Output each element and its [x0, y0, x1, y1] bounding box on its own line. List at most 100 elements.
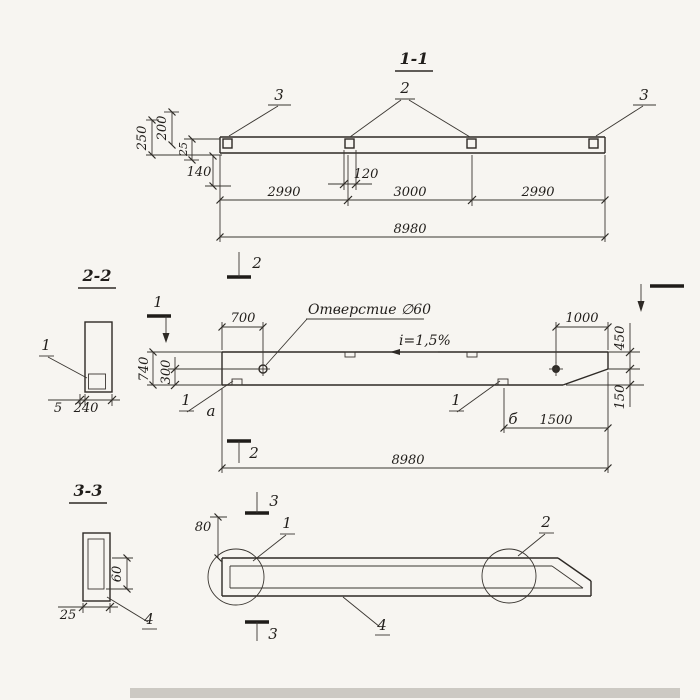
dim-300: 300: [159, 360, 174, 385]
beam-plan-outline: [219, 136, 606, 154]
detail-circle-left: [207, 548, 265, 606]
node-mark-a: а: [207, 402, 216, 420]
view-1-1-title: 1-1: [400, 49, 429, 68]
beam-elevation-outline: [221, 351, 609, 386]
callout-2-label: 2: [399, 79, 410, 97]
dim-1500: 1500: [539, 413, 572, 428]
callout-4-section33: 4: [106, 596, 157, 630]
cut-mark-right: [637, 284, 684, 312]
support-pad-b: [497, 378, 509, 386]
dim-8980-elevation: 8980: [391, 453, 424, 468]
end-span-dimension: 1500: [500, 388, 612, 433]
top-plate-mark-2: [466, 351, 478, 358]
left-height-dimensions: 250 200 25 140: [135, 108, 231, 190]
cut-2-bottom-label: 2: [248, 444, 259, 462]
beam-plan-hollow-outline: [221, 557, 592, 597]
callout-2-plan-label: 2: [540, 513, 551, 531]
section-2-2-insert: [88, 373, 106, 390]
top-offset-dimensions: 700 1000: [218, 311, 612, 363]
callout-1-section22-label: 1: [41, 336, 51, 354]
cut-mark-3-top: 3: [245, 492, 279, 515]
dim-1000: 1000: [565, 311, 598, 326]
dim-2990-left: 2990: [266, 185, 300, 200]
callout-1-elev-left-label: 1: [181, 391, 191, 409]
right-end-dimensions: 450 150: [566, 323, 644, 409]
dim-80: 80: [195, 520, 212, 535]
callout-3-left: 3: [228, 86, 291, 137]
detail-circle-right: [481, 548, 537, 604]
callout-1-elev-right-label: 1: [451, 391, 461, 409]
callout-2-mid: 2: [349, 79, 471, 138]
down-arrow-icon: [637, 301, 645, 312]
section33-height-dim: 60: [106, 554, 133, 593]
dim-200: 200: [155, 116, 170, 142]
left-height-dims-elevation: 740 300: [137, 348, 258, 390]
cut-3-top-label: 3: [269, 492, 279, 510]
callout-2-plan: 2: [517, 513, 554, 557]
plate-width-dimension: 120: [328, 150, 378, 190]
embedded-plate-3: [466, 138, 477, 149]
section33-width-dim: 25: [58, 602, 118, 623]
dim-25-top: 25: [177, 142, 190, 157]
callout-4-plan-label: 4: [376, 616, 387, 634]
dim-60: 60: [110, 566, 125, 583]
dim-150: 150: [613, 385, 628, 410]
node-mark-b: б: [508, 410, 518, 428]
section-2-2-outline: [84, 321, 113, 393]
dim-5: 5: [54, 401, 62, 416]
section-3-3-cavity: [87, 538, 105, 590]
cut-1-left-label: 1: [153, 293, 163, 311]
top-plate-mark-1: [344, 351, 356, 358]
dim-140: 140: [187, 165, 212, 180]
dim-2990-right: 2990: [520, 185, 554, 200]
cut-2-top-label: 2: [251, 254, 262, 272]
dim-120: 120: [354, 167, 379, 182]
callout-3-left-label: 3: [274, 86, 284, 104]
callout-1-plan-label: 1: [282, 514, 292, 532]
view-section-2-2: 2-2 1 5 240: [39, 266, 120, 416]
embedded-plate-4: [588, 138, 599, 149]
scan-artifact-strip: [130, 688, 680, 698]
section-3-3-outline: [82, 532, 111, 602]
dim-240: 240: [73, 401, 99, 416]
dim-450: 450: [613, 326, 628, 352]
view-section-1-1: 1-1 3 2 3: [135, 49, 656, 242]
dim-700: 700: [231, 311, 256, 326]
callout-4-section33-label: 4: [143, 610, 154, 628]
cut-mark-2-top: 2: [227, 252, 262, 279]
hole-note: Отверстие ∅60: [265, 302, 431, 366]
section22-bottom-dims: 5 240: [48, 394, 120, 416]
callout-1-plan: 1: [252, 514, 295, 562]
plan-view: 3 80 1 2: [195, 492, 592, 643]
dim-8980-top: 8980: [393, 222, 426, 237]
cut-mark-1-left: 1: [147, 293, 171, 343]
elevation-view: 2 1: [137, 252, 684, 473]
dim-250: 250: [135, 126, 150, 152]
span-dimension-row: 2990 3000 2990: [216, 155, 609, 242]
dim-740: 740: [137, 357, 152, 382]
view-3-3-title: 3-3: [74, 481, 103, 500]
slope-note: i=1,5%: [390, 333, 451, 355]
overall-dimension-elevation: 8980: [218, 372, 612, 473]
embedded-plate-2: [344, 138, 355, 149]
view-2-2-title: 2-2: [82, 266, 112, 285]
cut-3-bottom-label: 3: [268, 625, 278, 643]
down-arrow-icon: [162, 333, 170, 343]
edge-dimension-80: 80: [195, 513, 227, 562]
callout-1-elevation-left: 1: [179, 380, 234, 413]
callout-1-section22: 1: [39, 336, 88, 379]
hole-note-text: Отверстие ∅60: [308, 302, 431, 318]
slope-text: i=1,5%: [399, 333, 451, 349]
support-pad-a: [231, 378, 243, 386]
dim-3000: 3000: [393, 185, 426, 200]
overall-dimension-top: 8980: [216, 222, 609, 241]
view-section-3-3: 3-3 60 25 4: [58, 481, 157, 630]
callout-3-right-label: 3: [639, 86, 649, 104]
cut-mark-2-bottom: 2: [227, 439, 259, 463]
callout-4-plan: 4: [342, 596, 390, 636]
cut-mark-3-bottom: 3: [245, 620, 278, 643]
embedded-plate-1: [222, 138, 233, 149]
dim-25-bottom: 25: [59, 608, 77, 623]
